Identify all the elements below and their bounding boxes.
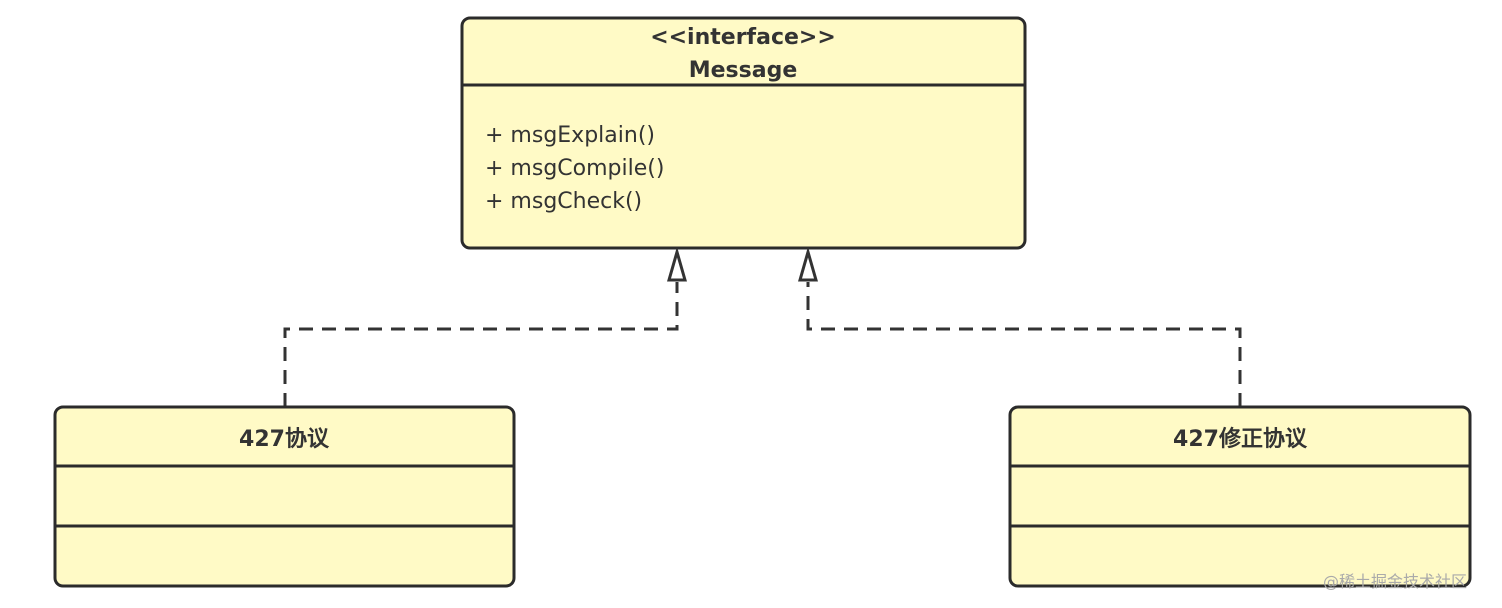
method: + msgExplain() [485,123,655,148]
class-box [1008,405,1472,588]
realization-arrow-right [798,246,818,282]
class-name: 427修正协议 [1173,426,1308,452]
interface-box [460,16,1027,250]
realization-line-right [806,282,1242,407]
method: + msgCompile() [485,156,664,181]
interface-message[interactable]: <<interface>> Message + msgExplain() + m… [460,16,1027,250]
class-box [53,405,516,588]
class-427-protocol[interactable]: 427协议 [53,405,516,588]
method: + msgCheck() [485,189,642,214]
class-427-revised-protocol[interactable]: 427修正协议 [1008,405,1472,588]
realization-arrow-left [667,246,687,282]
class-name: 427协议 [239,427,330,452]
realization-line-left [283,282,679,407]
watermark: @稀土掘金技术社区 [1323,572,1468,591]
interface-name: Message [689,58,798,83]
stereotype: <<interface>> [650,25,836,50]
